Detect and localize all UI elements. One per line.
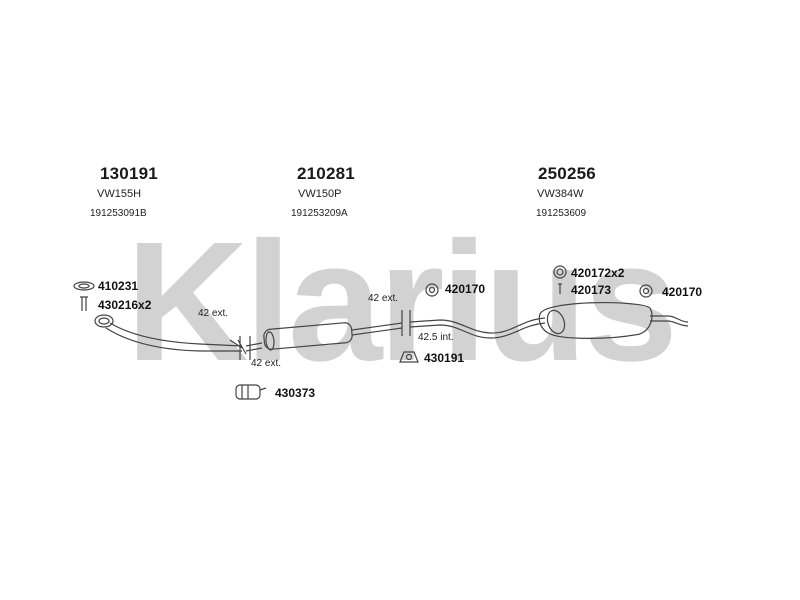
front-pipe <box>94 314 247 355</box>
bolt-icon <box>80 296 88 311</box>
section-1-code: VW155H <box>97 188 142 200</box>
joint-mid-lower-label: 42.5 int. <box>418 332 454 343</box>
section-3-code: VW384W <box>537 188 584 200</box>
small-bolt-icon <box>558 283 562 294</box>
section-2-code: VW150P <box>298 188 342 200</box>
callout-bolt: 430216x2 <box>98 298 152 312</box>
section-2-oem: 191253209A <box>291 208 348 219</box>
section-3-part-number: 250256 <box>538 164 596 183</box>
callout-mount: 430191 <box>424 351 465 365</box>
callout-hanger-rear: 420170 <box>662 285 703 299</box>
clamp-icon <box>235 384 267 400</box>
middle-silencer <box>245 322 403 352</box>
callout-clamp: 430373 <box>275 386 316 400</box>
hanger-mid-icon <box>425 283 439 297</box>
callout-ring: 420172x2 <box>571 266 625 280</box>
callout-small-bolt: 420173 <box>571 283 612 297</box>
callout-hanger-mid: 420170 <box>445 282 486 296</box>
joint-front-upper-label: 42 ext. <box>198 308 229 319</box>
joint-front <box>239 336 251 360</box>
section-1-part-number: 130191 <box>100 164 158 183</box>
joint-front-lower-label: 42 ext. <box>251 358 282 369</box>
watermark-text: Klarius <box>126 207 674 397</box>
section-3-oem: 191253609 <box>536 208 587 219</box>
joint-mid-upper-label: 42 ext. <box>368 293 399 304</box>
gasket-icon <box>73 281 95 291</box>
rear-section <box>409 302 689 339</box>
mount-icon <box>399 351 419 363</box>
section-1-oem: 191253091B <box>90 208 147 219</box>
ring-icon <box>553 265 567 279</box>
hanger-rear-icon <box>639 284 653 298</box>
joint-mid <box>401 310 411 336</box>
callout-gasket: 410231 <box>98 279 139 293</box>
section-2-part-number: 210281 <box>297 164 355 183</box>
